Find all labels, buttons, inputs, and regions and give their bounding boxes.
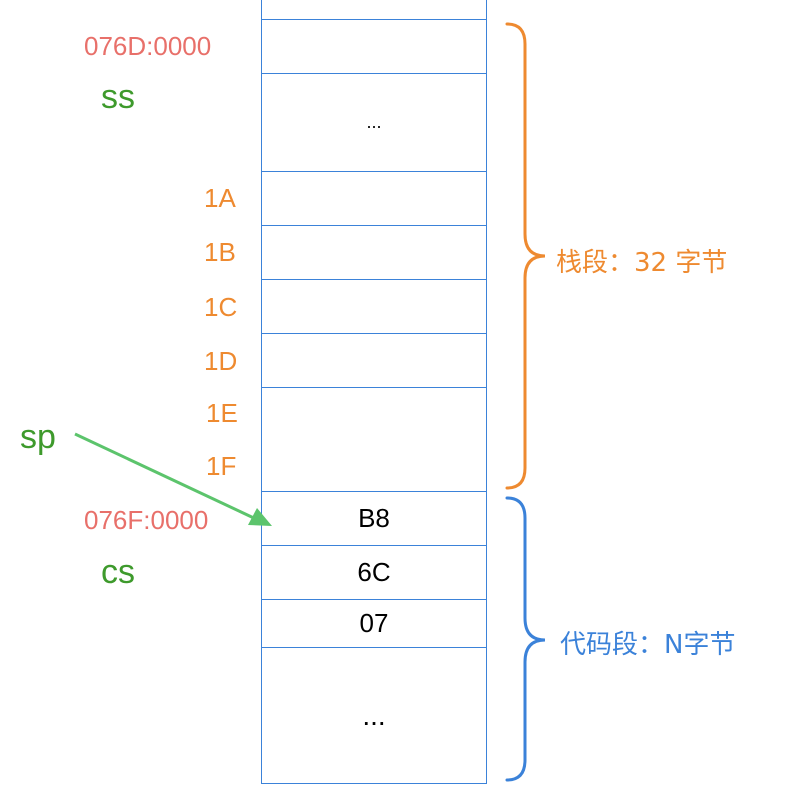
memory-cell-1c [261, 280, 487, 334]
cs-register-label: cs [101, 553, 135, 591]
memory-cell-1e-1f [261, 388, 487, 492]
code-ellipsis: ... [362, 699, 386, 731]
code-segment-brace [505, 496, 546, 782]
memory-cell-top [261, 0, 487, 20]
memory-cell-1b [261, 226, 487, 280]
ss-register-label: ss [101, 78, 135, 116]
code-byte-1: 6C [357, 557, 391, 587]
memory-cell-code-1: 6C [261, 546, 487, 600]
code-segment-label: 代码段：N字节 [560, 630, 736, 660]
sp-pointer-arrow-line [74, 432, 257, 521]
stack-segment-brace [505, 22, 546, 490]
offset-1a: 1A [204, 183, 236, 213]
stack-ellipsis: ... [366, 112, 382, 132]
offset-1b: 1B [204, 237, 236, 267]
offset-1c: 1C [204, 292, 238, 322]
memory-cell-1d [261, 334, 487, 388]
offset-1e: 1E [206, 398, 238, 428]
memory-cell-code-0: B8 [261, 492, 487, 546]
code-start-address: 076F:0000 [84, 505, 209, 535]
memory-cell-stack-start [261, 20, 487, 74]
stack-segment-label: 栈段：32 字节 [556, 248, 728, 278]
memory-cell-code-ellipsis: ... [261, 648, 487, 784]
code-byte-2: 07 [359, 608, 389, 638]
sp-pointer-arrowhead [248, 508, 272, 526]
offset-1f: 1F [206, 451, 237, 481]
stack-start-address: 076D:0000 [84, 31, 212, 61]
offset-1d: 1D [204, 346, 238, 376]
memory-cell-1a [261, 172, 487, 226]
sp-register-label: sp [20, 418, 56, 456]
memory-cell-code-2: 07 [261, 600, 487, 648]
memory-cell-stack-ellipsis: ... [261, 74, 487, 172]
code-byte-0: B8 [358, 503, 390, 533]
